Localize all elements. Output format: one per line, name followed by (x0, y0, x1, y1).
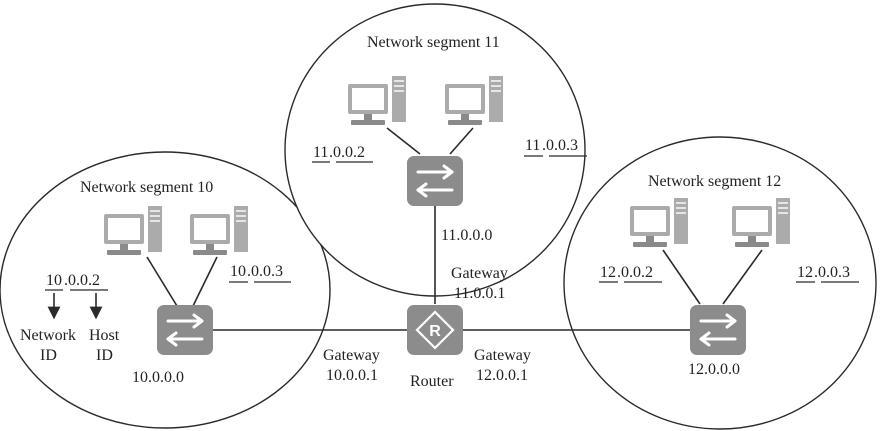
host-ip-network-part: 12 (797, 264, 813, 281)
host-ip-network-part: 10 (230, 263, 246, 280)
host-ip-10-0-0-2: 10 .0.0.2 (45, 272, 108, 291)
gateway-11-label: Gateway (451, 265, 508, 282)
router-icon: R (407, 305, 463, 355)
host-ip-12-0-0-2: 12 .0.0.2 (599, 264, 662, 283)
host-id-label-line2: ID (96, 347, 113, 364)
switch-icon (155, 303, 215, 357)
gateway-10-ip: 10.0.0.1 (326, 367, 378, 384)
gateway-11-ip: 11.0.0.1 (454, 285, 505, 302)
network-id-label-line1: Network (20, 327, 76, 344)
segment-12-label: Network segment 12 (648, 173, 781, 190)
host-ip-network-part: 11 (313, 144, 328, 161)
host-ip-network-part: 10 (46, 272, 62, 289)
router-label: Router (410, 373, 454, 390)
host-id-label-line1: Host (89, 327, 120, 344)
host-ip-host-part: .0.0.2 (617, 264, 653, 281)
host-ip-11-0-0-3: 11 .0.0.3 (524, 137, 587, 157)
id-annotation: Network ID Host ID (20, 293, 120, 364)
network-id-label-line2: ID (40, 347, 57, 364)
switch-12-network-id: 12.0.0.0 (688, 361, 740, 378)
host-ip-12-0-0-3: 12 .0.0.3 (796, 264, 859, 283)
gateway-10-label: Gateway (323, 347, 380, 364)
host-ip-host-part: .0.0.3 (247, 263, 283, 280)
host-ip-10-0-0-3: 10 .0.0.3 (229, 263, 291, 283)
router-symbol: R (429, 323, 441, 340)
segment-11-label: Network segment 11 (367, 34, 500, 51)
host-ip-host-part: .0.0.3 (542, 137, 578, 154)
switch-icon (405, 154, 465, 208)
gateway-12-ip: 12.0.0.1 (476, 367, 528, 384)
host-ip-host-part: .0.0.2 (64, 272, 100, 289)
switch-10-network-id: 10.0.0.0 (132, 369, 184, 386)
switch-icon (688, 303, 748, 357)
host-ip-host-part: .0.0.2 (329, 144, 365, 161)
network-links (146, 127, 763, 331)
host-ip-11-0-0-2: 11 .0.0.2 (312, 144, 373, 163)
host-ip-host-part: .0.0.3 (814, 264, 850, 281)
host-ip-network-part: 11 (525, 137, 540, 154)
gateway-12-label: Gateway (474, 347, 531, 364)
segment-10-label: Network segment 10 (80, 179, 213, 196)
host-ip-network-part: 12 (600, 264, 616, 281)
switch-11-network-id: 11.0.0.0 (441, 227, 492, 244)
